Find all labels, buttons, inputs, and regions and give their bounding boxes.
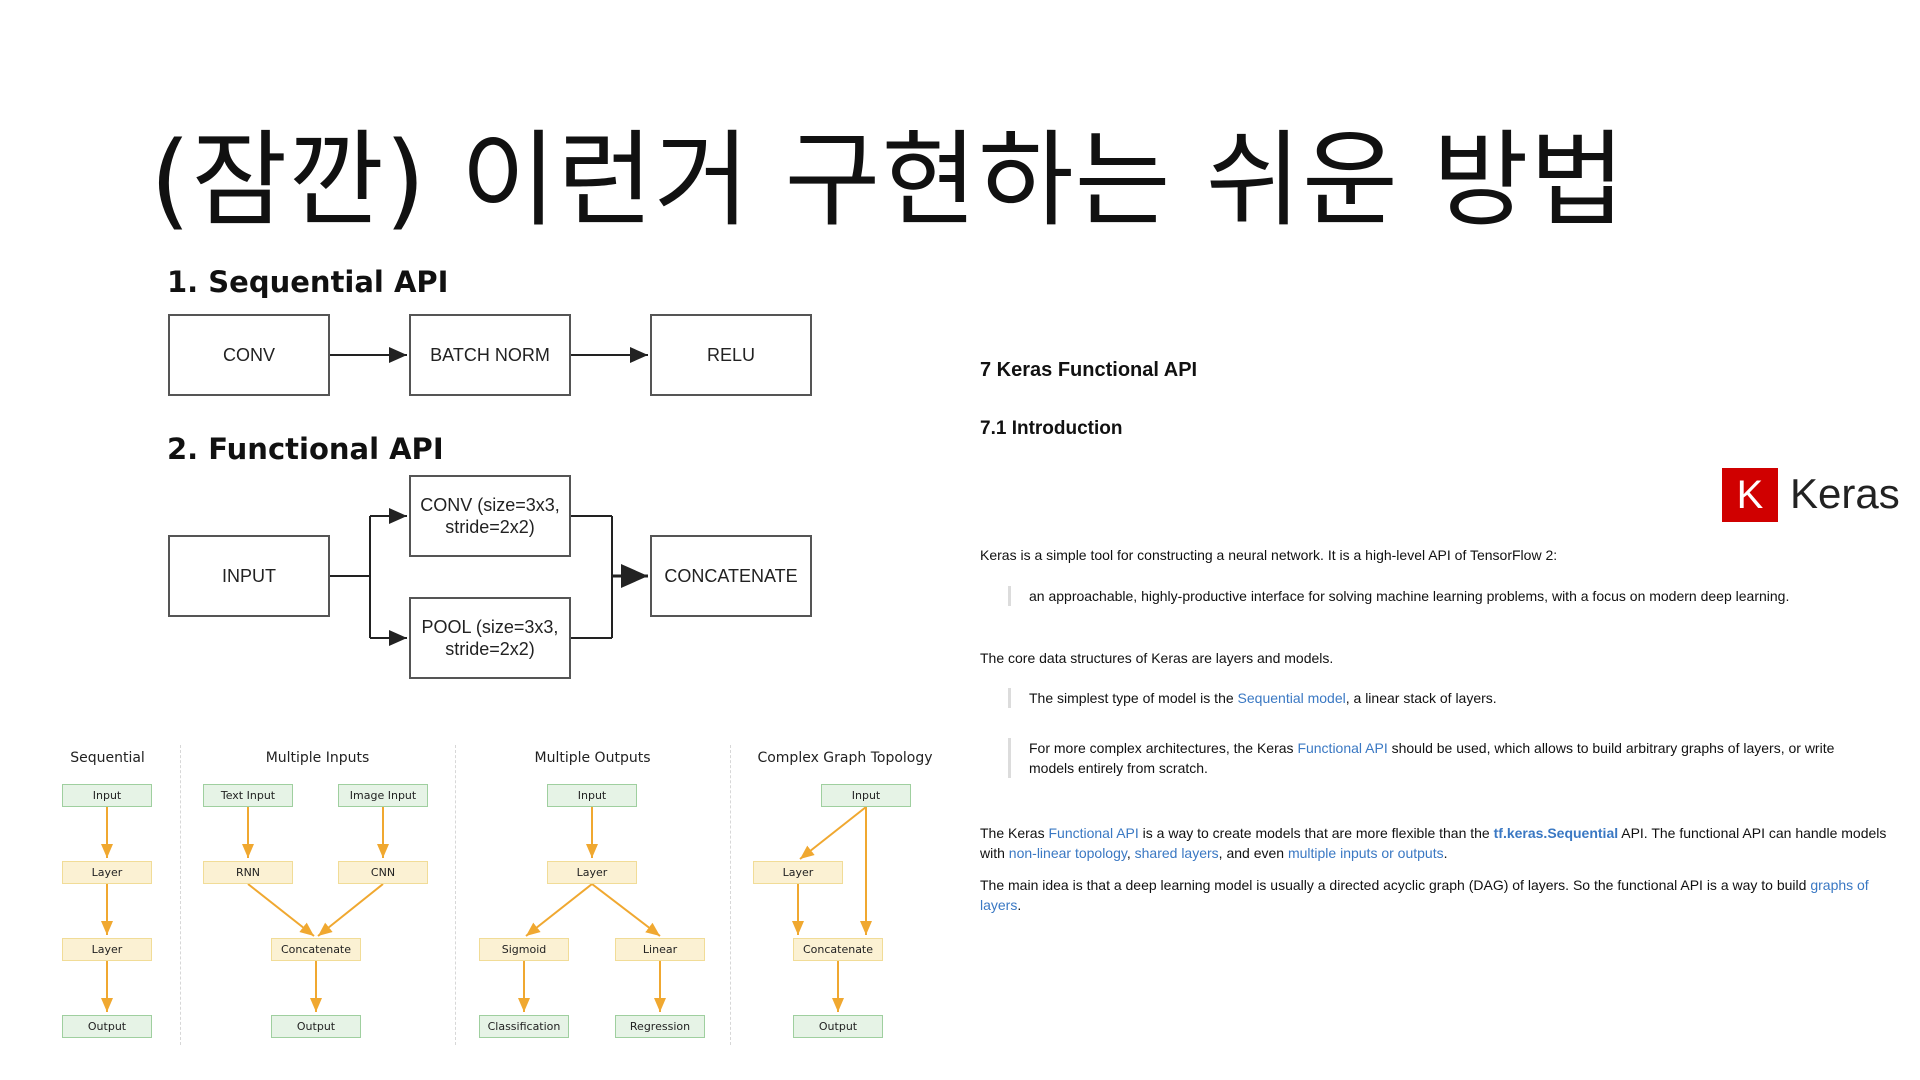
conv-box: CONV [168,314,330,396]
topology-title-complex-graph: Complex Graph Topology [757,750,933,766]
doc-quote-3: For more complex architectures, the Kera… [1008,738,1879,778]
cg-output-node: Output [793,1015,883,1038]
seq-input-node: Input [62,784,152,807]
topology-divider-3 [730,745,731,1045]
tf-keras-sequential-link[interactable]: tf.keras.Sequential [1493,825,1619,841]
topology-title-sequential: Sequential [70,750,145,766]
mo-input-node: Input [547,784,637,807]
topology-title-multiple-outputs: Multiple Outputs [534,750,651,766]
multiple-inputs-outputs-link[interactable]: multiple inputs or outputs [1287,845,1444,861]
p4-text-a: The main idea is that a deep learning mo… [980,877,1811,893]
cg-layer-node: Layer [753,861,843,884]
mo-linear-node: Linear [615,938,705,961]
mo-classification-node: Classification [479,1015,569,1038]
topology-divider-2 [455,745,456,1045]
mo-layer-node: Layer [547,861,637,884]
p3-text-k: . [1443,845,1448,861]
pool-line-2: stride=2x2) [445,639,535,659]
doc-heading-h2: 7 Keras Functional API [980,359,1198,381]
functional-api-heading: 2. Functional API [167,432,444,466]
functional-api-link-2[interactable]: Functional API [1048,825,1139,841]
doc-para-2: The core data structures of Keras are la… [980,650,1334,666]
relu-box: RELU [650,314,812,396]
mi-image-input-node: Image Input [338,784,428,807]
cg-concatenate-node: Concatenate [793,938,883,961]
sequential-api-heading: 1. Sequential API [167,265,449,299]
shared-layers-link[interactable]: shared layers [1134,845,1219,861]
p4-text-c: . [1017,897,1022,913]
doc-para-4: The main idea is that a deep learning mo… [980,875,1900,915]
keras-logo-icon: K [1722,468,1778,522]
pool-stride-box: POOL (size=3x3, stride=2x2) [409,597,571,679]
conv-line-2: stride=2x2) [445,517,535,537]
seq-layer-node-1: Layer [62,861,152,884]
q2-text-c: , a linear stack of layers. [1345,690,1497,706]
mo-sigmoid-node: Sigmoid [479,938,569,961]
q3-text-c: should be used, which allows to build ar… [1029,740,1835,776]
conv-line-1: CONV (size=3x3, [420,494,560,515]
pool-line-1: POOL (size=3x3, [421,616,559,637]
doc-quote-2: The simplest type of model is the Sequen… [1008,688,1879,708]
mi-output-node: Output [271,1015,361,1038]
non-linear-topology-link[interactable]: non-linear topology [1008,845,1127,861]
cg-input-node: Input [821,784,911,807]
seq-output-node: Output [62,1015,152,1038]
mi-text-input-node: Text Input [203,784,293,807]
sequential-model-link[interactable]: Sequential model [1237,690,1346,706]
functional-api-link-1[interactable]: Functional API [1297,740,1388,756]
input-box: INPUT [168,535,330,617]
seq-layer-node-2: Layer [62,938,152,961]
mi-concatenate-node: Concatenate [271,938,361,961]
keras-logo-word: Keras [1790,470,1900,517]
p3-text-i: , and even [1218,845,1288,861]
p3-text-c: is a way to create models that are more … [1138,825,1494,841]
mo-regression-node: Regression [615,1015,705,1038]
doc-quote-1: an approachable, highly-productive inter… [1008,586,1879,606]
doc-para-3: The Keras Functional API is a way to cre… [980,823,1910,863]
mi-rnn-node: RNN [203,861,293,884]
q2-text-a: The simplest type of model is the [1029,690,1238,706]
doc-heading-h3: 7.1 Introduction [980,418,1123,439]
slide-title: (잠깐) 이런거 구현하는 쉬운 방법 [150,119,1627,241]
topology-divider-1 [180,745,181,1045]
batch-norm-box: BATCH NORM [409,314,571,396]
p3-text-g: , [1126,845,1135,861]
p3-text-a: The Keras [980,825,1049,841]
mi-cnn-node: CNN [338,861,428,884]
concatenate-box: CONCATENATE [650,535,812,617]
conv-stride-box: CONV (size=3x3, stride=2x2) [409,475,571,557]
graphs-of-layers-link[interactable]: graphs of layers [980,877,1869,913]
q3-text-a: For more complex architectures, the Kera… [1029,740,1298,756]
doc-para-1: Keras is a simple tool for constructing … [980,547,1558,563]
topology-title-multiple-inputs: Multiple Inputs [265,750,370,766]
p3-text-e: API. The functional API can handle model… [980,825,1887,861]
